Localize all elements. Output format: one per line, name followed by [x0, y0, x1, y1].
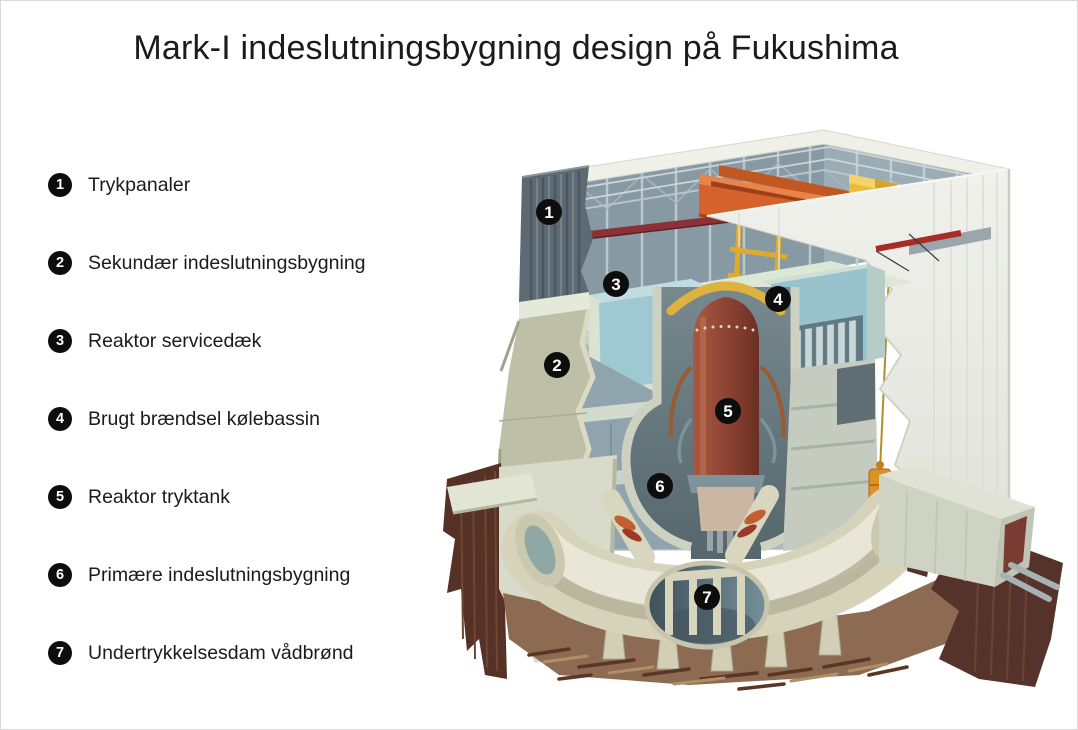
legend-item-label: Sekundær indeslutningsbygning — [88, 251, 366, 274]
deck-slab-edge — [519, 291, 589, 319]
reactor-cutaway-illustration: 1 2 3 4 5 6 7 — [439, 119, 1077, 719]
legend-item-label: Reaktor tryktank — [88, 485, 230, 508]
flange-bolts — [695, 325, 755, 332]
downcomer-pipes — [659, 566, 767, 643]
diagram-marker-1: 1 — [536, 199, 562, 225]
legend-number-badge: 2 — [48, 251, 72, 275]
ground-hatching — [527, 647, 909, 691]
vessel-pedestal — [697, 487, 755, 531]
roof-truss — [548, 146, 988, 194]
diagram-marker-6: 6 — [647, 473, 673, 499]
diagram-marker-2: 2 — [544, 352, 570, 378]
vent-pipes — [601, 485, 779, 567]
page-title: Mark-I indeslutningsbygning design på Fu… — [133, 29, 899, 67]
legend: 1 Trykpanaler 2 Sekundær indeslutningsby… — [48, 173, 366, 719]
diagram-marker-5: 5 — [715, 398, 741, 424]
marker-number: 3 — [611, 275, 620, 294]
legend-number-badge: 3 — [48, 329, 72, 353]
duct-pipe — [1008, 562, 1060, 590]
marker-number: 1 — [544, 203, 553, 222]
legend-item: 4 Brugt brændsel kølebassin — [48, 407, 366, 431]
recirculation-piping — [668, 365, 786, 438]
ground — [503, 565, 995, 685]
legend-item-label: Primære indeslutningsbygning — [88, 563, 351, 586]
marker-number: 4 — [773, 290, 783, 309]
legend-item-label: Reaktor servicedæk — [88, 329, 262, 352]
legend-item-label: Trykpanaler — [88, 173, 191, 196]
marker-number: 5 — [723, 402, 732, 421]
intake-duct — [879, 465, 1060, 602]
legend-item: 3 Reaktor servicedæk — [48, 329, 366, 353]
diagram-marker-4: 4 — [765, 286, 791, 312]
legend-number-badge: 1 — [48, 173, 72, 197]
marker-number: 2 — [552, 356, 561, 375]
legend-item: 6 Primære indeslutningsbygning — [48, 563, 366, 587]
legend-item-label: Brugt brændsel kølebassin — [88, 407, 320, 430]
crane-rail-right — [875, 230, 962, 252]
diagram-marker-3: 3 — [603, 271, 629, 297]
legend-number-badge: 6 — [48, 563, 72, 587]
legend-number-badge: 7 — [48, 641, 72, 665]
legend-item: 1 Trykpanaler — [48, 173, 366, 197]
reactor-cutaway-svg: 1 2 3 4 5 6 7 — [443, 129, 1063, 691]
marker-number: 7 — [702, 588, 711, 607]
legend-number-badge: 4 — [48, 407, 72, 431]
legend-item-label: Undertrykkelsesdam vådbrønd — [88, 641, 354, 664]
legend-item: 7 Undertrykkelsesdam vådbrønd — [48, 641, 366, 665]
legend-number-badge: 5 — [48, 485, 72, 509]
legend-item: 2 Sekundær indeslutningsbygning — [48, 251, 366, 275]
duct-pipe — [1000, 572, 1052, 602]
marker-number: 6 — [655, 477, 664, 496]
pressure-panel-wall — [519, 165, 593, 302]
diagram-marker-7: 7 — [694, 584, 720, 610]
legend-item: 5 Reaktor tryktank — [48, 485, 366, 509]
